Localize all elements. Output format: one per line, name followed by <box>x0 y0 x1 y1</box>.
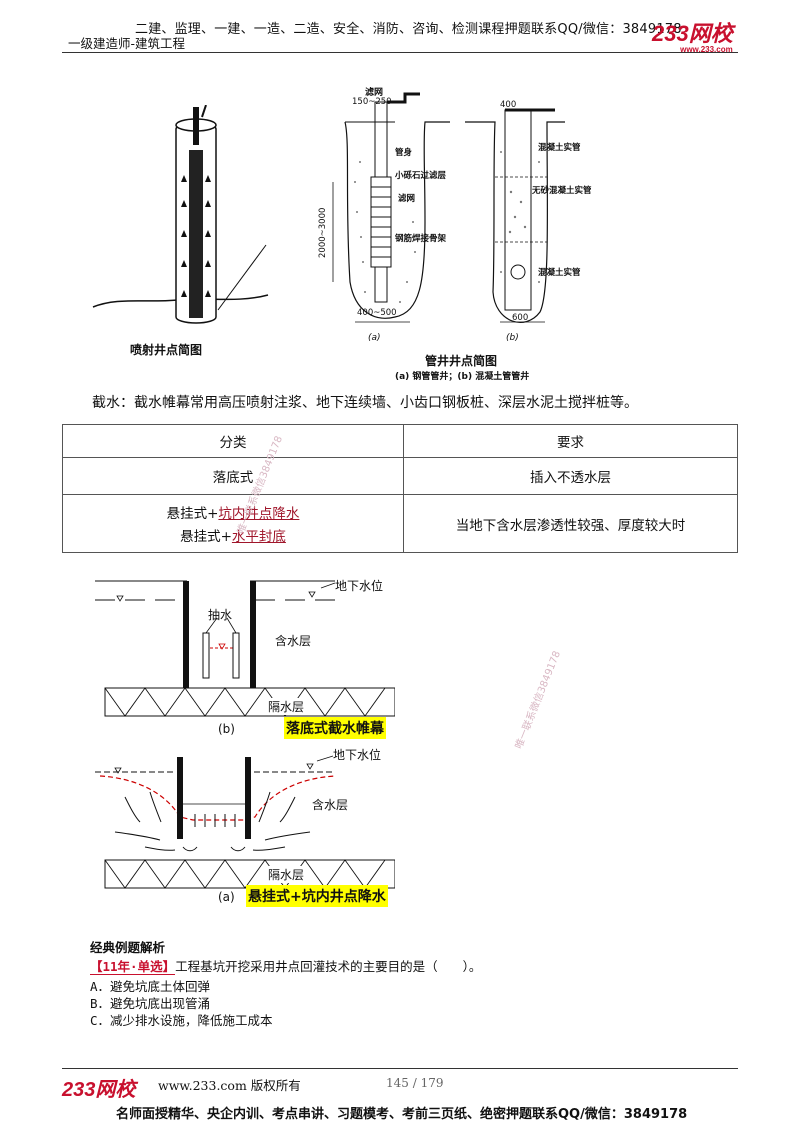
footer-contact-line: 名师面授精华、央企内训、考点串讲、习题模考、考前三页纸、绝密押题联系QQ/微信：… <box>116 1107 688 1122</box>
label-dim-top: 150~250 <box>352 97 392 107</box>
tube-well-caption: 管井井点简图 <box>425 354 498 368</box>
a-aquifer-label: 含水层 <box>312 798 349 812</box>
label-steel-frame: 钢筋焊接骨架 <box>395 234 447 244</box>
table-header-category: 分类 <box>62 424 404 458</box>
header-rule <box>62 52 738 53</box>
section-title: 经典例题解析 <box>90 940 166 955</box>
header-contact-line: 二建、监理、一建、一造、二造、安全、消防、咨询、检测课程押题联系QQ/微信：38… <box>135 22 682 37</box>
tube-well-figure <box>332 92 565 323</box>
label-dim-bottom: 400~500 <box>357 308 397 318</box>
label-sub-a: (a) <box>368 333 381 343</box>
label-concrete-solid-1: 混凝土实管 <box>538 143 581 153</box>
option-b: B．避免坑底出现管涌 <box>90 996 211 1011</box>
option-c: C．减少排水设施，降低施工成本 <box>90 1013 273 1028</box>
jet-well-figure <box>92 105 269 324</box>
b-highlight-label: 落底式截水帷幕 <box>284 717 386 739</box>
header-logo: 233网校 www.233.com <box>652 21 733 54</box>
footer-site[interactable]: www.233.com 版权所有 <box>158 1078 301 1093</box>
b-aquiclude-label: 隔水层 <box>268 698 305 715</box>
link-horizontal-seal[interactable]: 水平封底 <box>231 529 286 545</box>
label-dim-b-bottom: 600 <box>512 313 529 323</box>
b-sub-label: (b) <box>218 722 235 736</box>
label-sandless: 无砂混凝土实管 <box>532 186 592 196</box>
footer-rule <box>62 1068 738 1069</box>
a-aquiclude-label: 隔水层 <box>268 866 305 883</box>
b-aquifer-label: 含水层 <box>275 634 312 648</box>
watermark: 唯一联系微信3849178 <box>513 649 564 751</box>
header-subject: 一级建造师-建筑工程 <box>68 36 186 51</box>
table-header-row: 分类 要求 <box>62 424 738 458</box>
cutoff-table: 分类 要求 落底式 插入不透水层 悬挂式+坑内井点降水 悬挂式+水平封底 当地下… <box>62 424 738 553</box>
a-highlight-label: 悬挂式+坑内井点降水 <box>246 885 388 907</box>
table-cell: 当地下含水层渗透性较强、厚度较大时 <box>403 494 738 553</box>
table-row: 落底式 插入不透水层 <box>62 457 738 495</box>
label-filter-net-top: 滤网 <box>365 88 384 98</box>
label-gravel: 小砾石过滤层 <box>395 171 447 181</box>
footer-logo: 233网校 <box>62 1079 136 1101</box>
table-header-requirement: 要求 <box>403 424 738 458</box>
question-stem: 【11年·单选】工程基坑开挖采用井点回灌技术的主要目的是（ ）。 <box>90 959 482 975</box>
question-tag: 【11年·单选】 <box>90 959 176 975</box>
label-dim-side: 2000~3000 <box>318 207 328 258</box>
page-number: 145 / 179 <box>386 1076 444 1090</box>
label-dim-b-top: 400 <box>500 100 517 110</box>
table-cell: 落底式 <box>62 457 404 495</box>
label-pipe-body: 管身 <box>395 148 413 158</box>
table-cell: 悬挂式+坑内井点降水 悬挂式+水平封底 <box>62 494 404 553</box>
option-a: A．避免坑底土体回弹 <box>90 979 211 994</box>
table-cell: 插入不透水层 <box>403 457 738 495</box>
tube-well-subcaption: (a) 钢管管井；(b) 混凝土管管井 <box>395 372 530 382</box>
a-sub-label: (a) <box>218 890 235 904</box>
label-concrete-solid-2: 混凝土实管 <box>538 268 581 278</box>
label-sub-b: (b) <box>506 333 519 343</box>
jet-well-caption: 喷射井点简图 <box>130 343 203 357</box>
diagram-a <box>95 755 395 889</box>
b-pumping-label: 抽水 <box>208 608 233 622</box>
a-groundwater-label: 地下水位 <box>333 748 382 762</box>
table-row: 悬挂式+坑内井点降水 悬挂式+水平封底 当地下含水层渗透性较强、厚度较大时 <box>62 494 738 553</box>
intro-text: 截水：截水帷幕常用高压喷射注浆、地下连续墙、小齿口钢板桩、深层水泥土搅拌桩等。 <box>92 395 638 411</box>
b-groundwater-label: 地下水位 <box>335 579 384 593</box>
label-filter-net: 滤网 <box>398 194 416 204</box>
diagram-b <box>95 580 395 717</box>
link-pit-dewatering[interactable]: 坑内井点降水 <box>218 506 300 522</box>
